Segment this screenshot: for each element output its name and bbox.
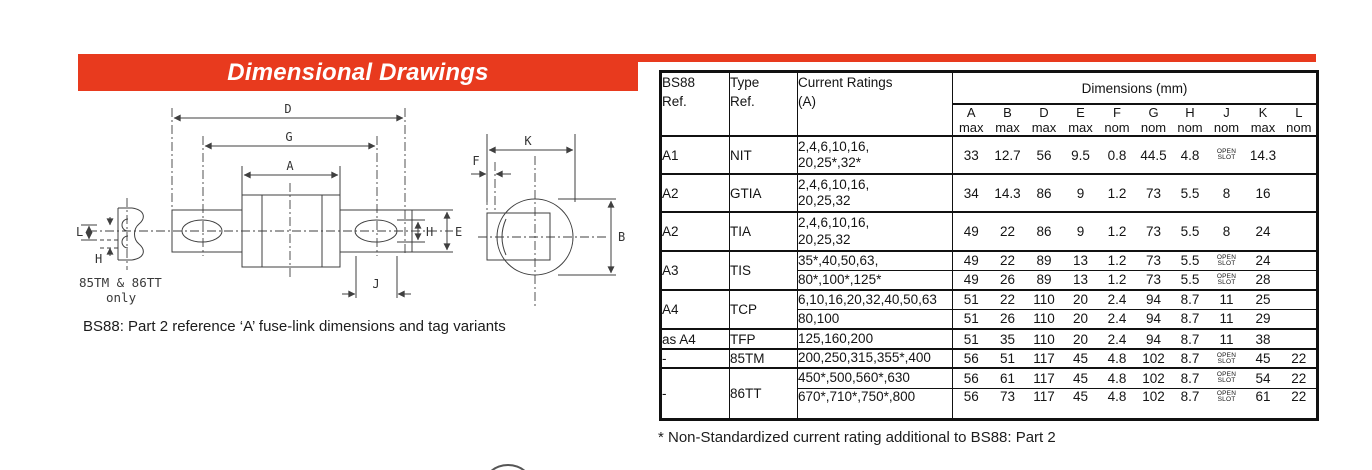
fuse-dimensional-drawing: D G A H E bbox=[76, 102, 625, 306]
open-slot-cell: OPEN SLOT bbox=[1208, 269, 1245, 290]
open-slot-cell: OPEN SLOT bbox=[1208, 387, 1245, 420]
dim-label-f: F bbox=[472, 154, 479, 168]
header-type-ref: Type Ref. bbox=[729, 71, 798, 137]
dimensions-table: BS88 Ref. Type Ref. Current Ratings (A) … bbox=[659, 70, 1320, 421]
header-bs88-ref: BS88 Ref. bbox=[660, 71, 730, 137]
partial-logo-circle bbox=[483, 464, 533, 470]
cell-type: NIT bbox=[729, 135, 798, 174]
side-view: K F B bbox=[471, 134, 625, 306]
header-dimensions-mm: Dimensions (mm) bbox=[952, 71, 1318, 105]
section-title: Dimensional Drawings bbox=[227, 58, 489, 86]
section-banner: Dimensional Drawings bbox=[78, 54, 638, 91]
variant-note-line1: 85TM & 86TT bbox=[79, 275, 162, 290]
dim-label-j: J bbox=[372, 277, 379, 291]
section-rule bbox=[637, 54, 1316, 62]
open-slot-cell: OPEN SLOT bbox=[1208, 250, 1245, 270]
dim-label-h-tag: H bbox=[426, 225, 433, 239]
dim-label-a: A bbox=[286, 159, 294, 173]
table-footnote: * Non-Standardized current rating additi… bbox=[658, 429, 1056, 446]
front-view: D G A H E bbox=[171, 102, 462, 298]
open-slot-cell: OPEN SLOT bbox=[1208, 135, 1245, 174]
cell-bs88: A1 bbox=[660, 135, 730, 174]
dim-label-h-detail: H bbox=[95, 252, 102, 266]
open-slot-cell: OPEN SLOT bbox=[1208, 348, 1245, 368]
variant-note-line2: only bbox=[106, 290, 137, 305]
tag-detail: L H 85TM & 86TT only bbox=[76, 198, 162, 305]
dim-label-b: B bbox=[618, 230, 625, 244]
header-current-ratings: Current Ratings (A) bbox=[797, 71, 953, 137]
dimensions-table-container: BS88 Ref. Type Ref. Current Ratings (A) … bbox=[659, 70, 1320, 421]
dim-label-g: G bbox=[285, 130, 292, 144]
open-slot-cell: OPEN SLOT bbox=[1208, 367, 1245, 388]
drawing-caption: BS88: Part 2 reference ‘A’ fuse-link dim… bbox=[83, 318, 506, 335]
dim-label-d: D bbox=[284, 102, 291, 116]
dim-label-k: K bbox=[524, 134, 532, 148]
dim-label-e: E bbox=[455, 225, 462, 239]
dim-label-l: L bbox=[76, 225, 83, 239]
cell-rating: 2,4,6,10,16, 20,25*,32* bbox=[797, 135, 953, 174]
